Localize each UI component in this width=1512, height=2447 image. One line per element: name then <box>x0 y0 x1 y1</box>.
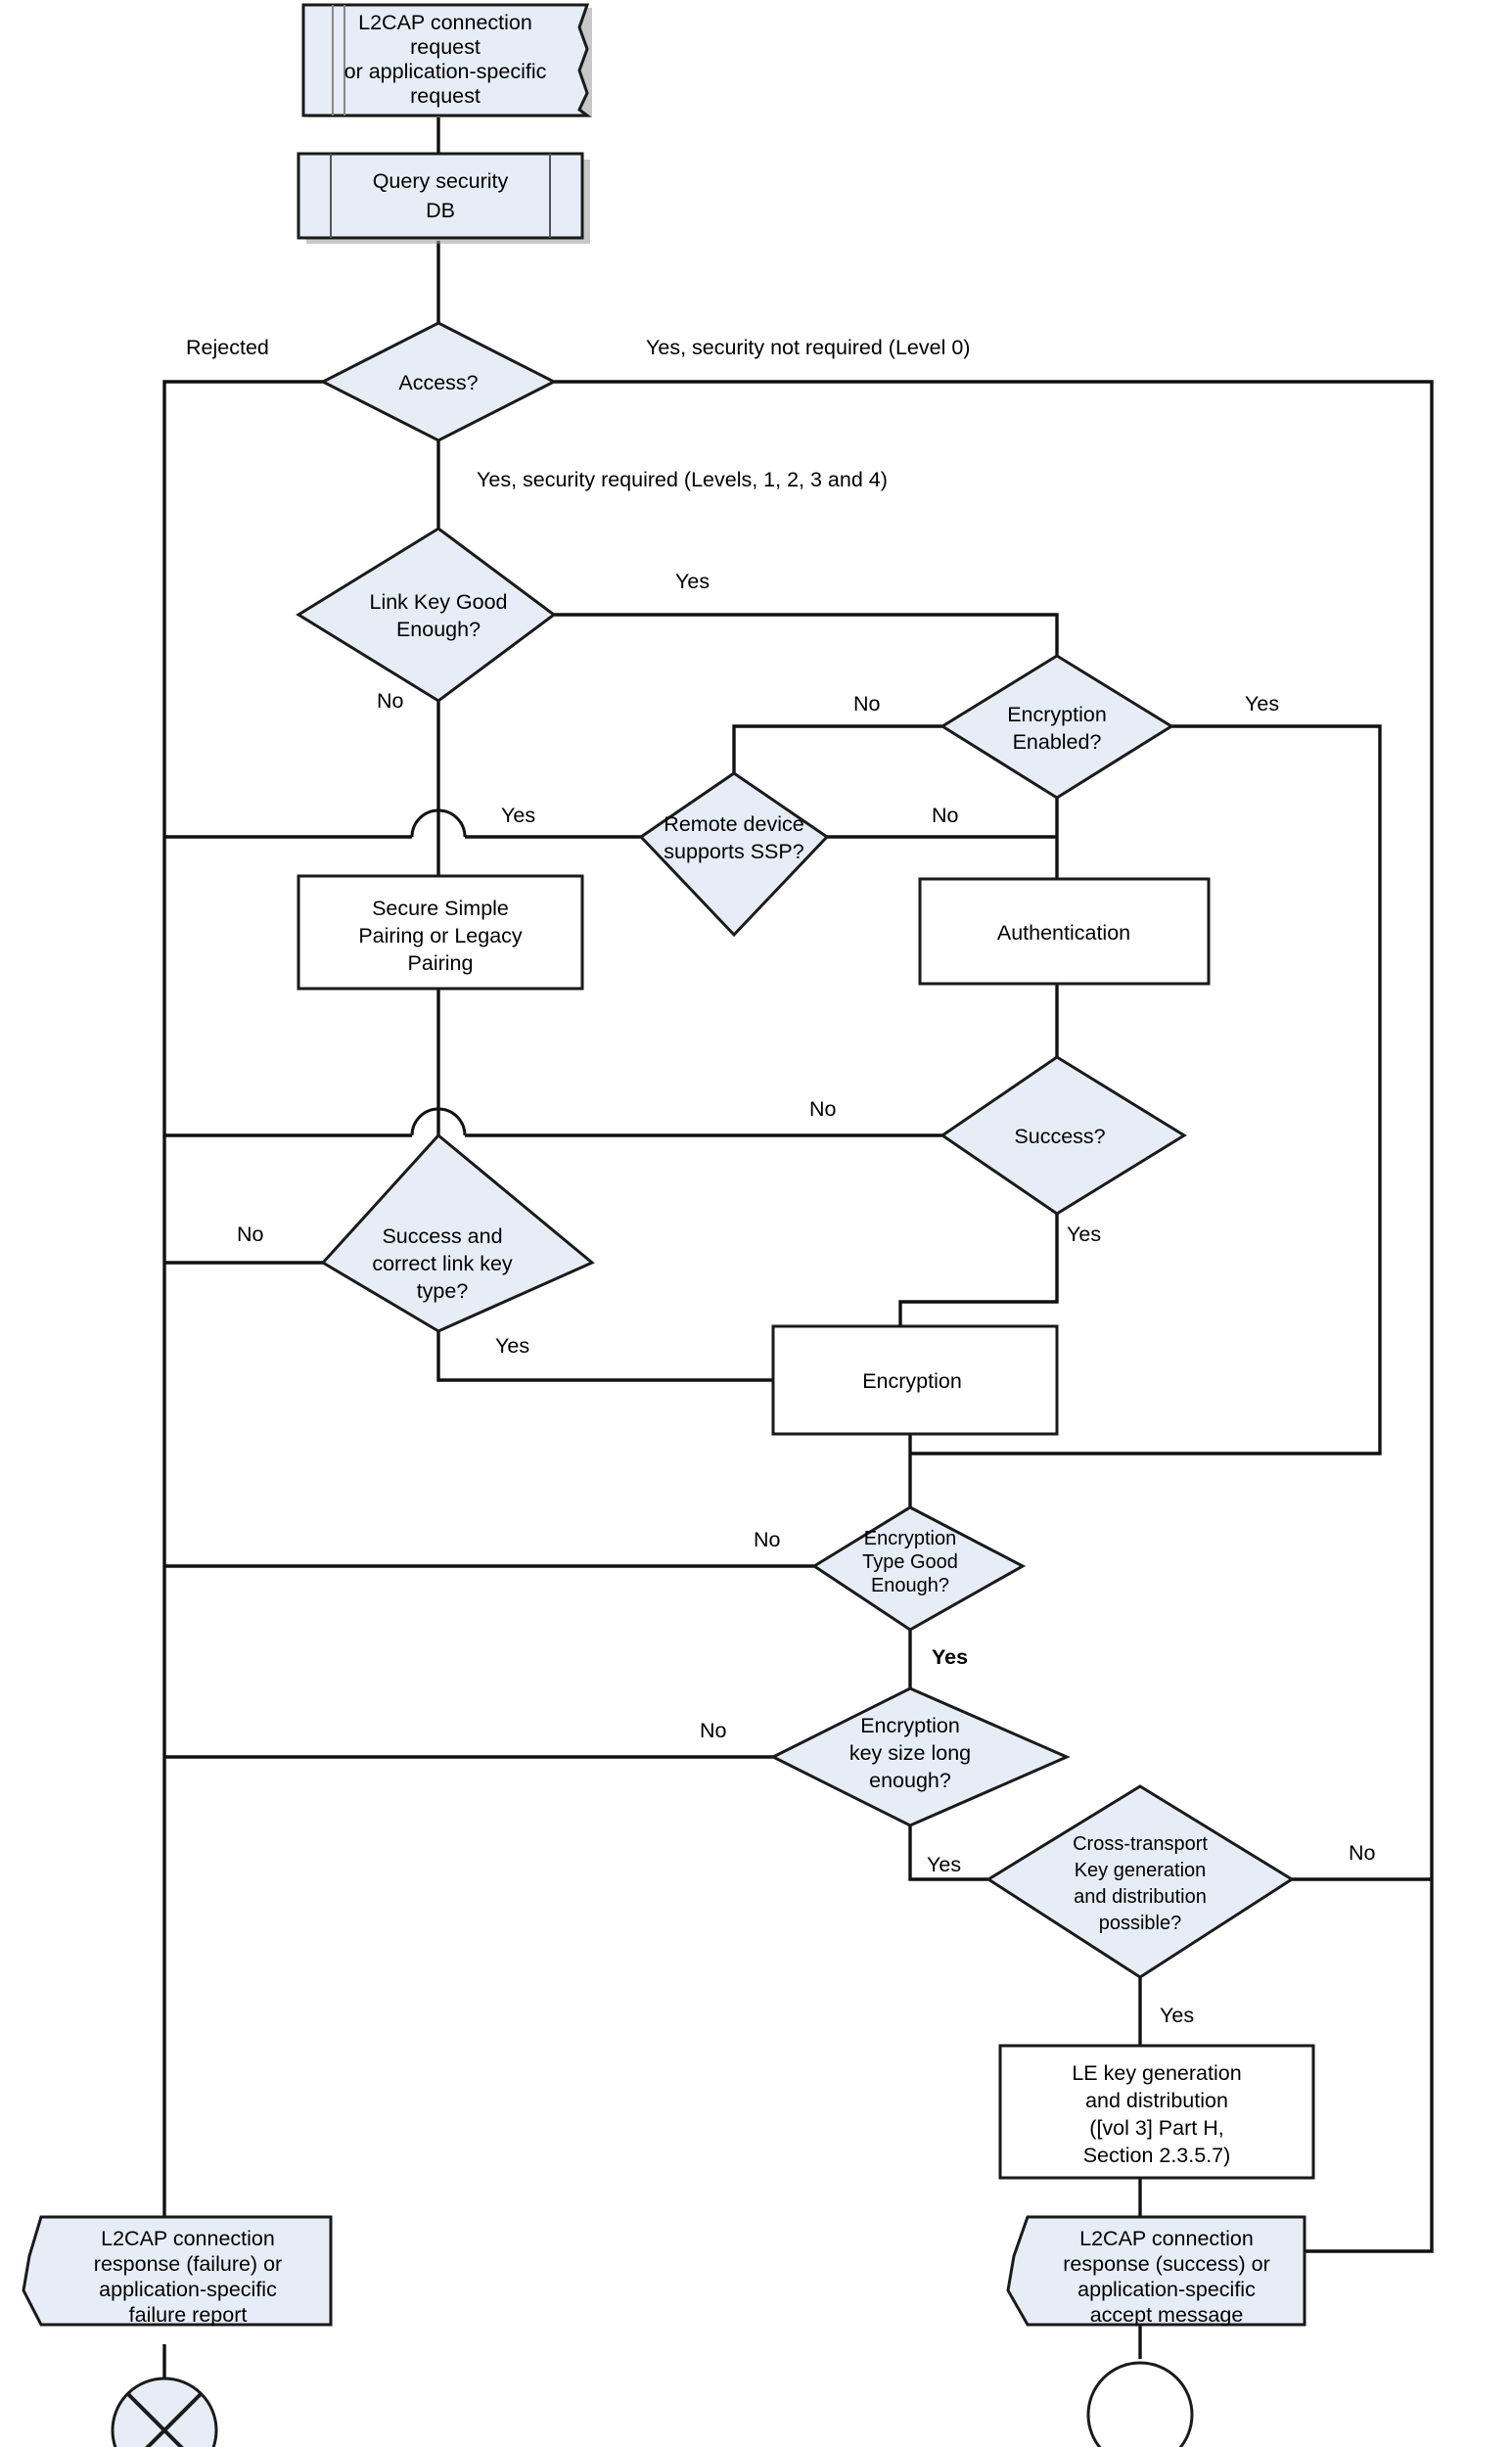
node-success-terminal-line1: response (success) or <box>1063 2252 1270 2276</box>
node-end-success[interactable] <box>1086 2361 1194 2447</box>
edge-label-ct-yes: Yes <box>1160 2004 1194 2027</box>
node-link-key-good[interactable]: Link Key Good Enough? <box>296 527 557 703</box>
node-success-link-key-line2: type? <box>417 1279 469 1303</box>
node-success-link-key[interactable]: Success and correct link key type? <box>320 1132 595 1333</box>
node-enc-key-size-line2: enough? <box>869 1769 951 1792</box>
node-failure-terminal-line1: response (failure) or <box>94 2252 282 2276</box>
node-failure-terminal-line0: L2CAP connection <box>101 2227 275 2250</box>
node-pairing[interactable]: Secure Simple Pairing or Legacy Pairing <box>297 874 584 991</box>
node-enc-type-good[interactable]: Encryption Type Good Enough? <box>811 1505 1027 1632</box>
edge-label-linkkey-no: No <box>377 689 404 713</box>
node-pairing-line1: Pairing or Legacy <box>358 924 523 947</box>
node-cross-transport-line0: Cross-transport <box>1073 1833 1208 1855</box>
node-link-key-good-line0: Link Key Good <box>369 590 507 614</box>
edge-label-access-levels: Yes, security required (Levels, 1, 2, 3 … <box>477 468 888 491</box>
node-enc-key-size-line0: Encryption <box>860 1714 960 1737</box>
node-success-terminal-line3: accept message <box>1090 2303 1244 2327</box>
node-le-key-gen[interactable]: LE key generation and distribution ([vol… <box>998 2044 1315 2180</box>
node-cross-transport-line2: and distribution <box>1074 1886 1207 1908</box>
node-enc-type-good-line0: Encryption <box>864 1528 957 1549</box>
node-le-key-gen-line1: and distribution <box>1085 2089 1228 2112</box>
edge-label-enctype-no: No <box>754 1528 781 1551</box>
node-start-request[interactable]: L2CAP connection request or application-… <box>301 3 592 117</box>
node-pairing-line0: Secure Simple <box>372 897 509 920</box>
node-cross-transport-line3: possible? <box>1099 1913 1182 1934</box>
node-end-failure[interactable] <box>111 2377 218 2447</box>
node-start-request-line1: request <box>410 35 481 59</box>
edge-label-ct-no: No <box>1349 1841 1376 1865</box>
edge-label-ssp-no: No <box>932 804 959 827</box>
node-success-link-key-line0: Success and <box>382 1224 502 1248</box>
edge-label-encen-yes: Yes <box>1245 692 1279 716</box>
edge-label-encen-no: No <box>853 692 881 716</box>
edge-label-success-yes: Yes <box>1067 1223 1101 1246</box>
node-success-terminal-line2: application-specific <box>1077 2278 1256 2301</box>
node-failure-terminal-line3: failure report <box>129 2303 248 2327</box>
edge-label-keysize-no: No <box>700 1719 727 1742</box>
node-cross-transport[interactable]: Cross-transport Key generation and distr… <box>985 1784 1295 1979</box>
node-query-db-line1: DB <box>426 199 455 222</box>
node-le-key-gen-line3: Section 2.3.5.7) <box>1083 2144 1231 2167</box>
node-query-db-line0: Query security <box>373 169 509 193</box>
node-remote-ssp[interactable]: Remote device supports SSP? <box>638 771 830 938</box>
node-access[interactable]: Access? <box>319 321 558 442</box>
edge-label-linkkey-yes: Yes <box>675 570 710 593</box>
node-success-terminal[interactable]: L2CAP connection response (success) or a… <box>1006 2215 1306 2327</box>
edge-label-success-no: No <box>809 1097 837 1121</box>
node-failure-terminal-line2: application-specific <box>99 2278 277 2301</box>
node-authentication[interactable]: Authentication <box>918 877 1211 986</box>
node-link-key-good-line1: Enough? <box>396 618 481 641</box>
connector-lines <box>162 117 1434 2378</box>
node-success-label: Success? <box>1014 1125 1105 1148</box>
node-cross-transport-line1: Key generation <box>1075 1860 1207 1881</box>
node-failure-terminal[interactable]: L2CAP connection response (failure) or a… <box>22 2215 333 2327</box>
edge-label-enctype-yes: Yes <box>932 1645 968 1669</box>
edge-label-slk-yes: Yes <box>495 1334 529 1358</box>
edge-label-access-level0: Yes, security not required (Level 0) <box>646 336 970 359</box>
edge-labels: Rejected Yes, security not required (Lev… <box>186 336 1376 2027</box>
node-remote-ssp-line0: Remote device <box>664 812 803 836</box>
node-enc-type-good-line2: Enough? <box>871 1575 949 1596</box>
node-success-link-key-line1: correct link key <box>372 1252 513 1275</box>
edge-label-rejected: Rejected <box>186 336 269 359</box>
node-enc-key-size[interactable]: Encryption key size long enough? <box>769 1686 1071 1827</box>
node-encryption-label: Encryption <box>862 1369 962 1393</box>
node-access-label: Access? <box>398 371 478 394</box>
node-start-request-line3: request <box>410 84 481 108</box>
node-pairing-line2: Pairing <box>408 951 474 975</box>
node-enc-type-good-line1: Type Good <box>862 1551 958 1573</box>
node-le-key-gen-line0: LE key generation <box>1072 2061 1241 2085</box>
node-authentication-label: Authentication <box>997 921 1130 945</box>
node-success-terminal-line0: L2CAP connection <box>1079 2227 1254 2250</box>
node-start-request-line0: L2CAP connection <box>358 11 532 34</box>
node-enc-key-size-line1: key size long <box>849 1741 971 1765</box>
node-encryption[interactable]: Encryption <box>771 1324 1059 1436</box>
node-encryption-enabled-line1: Enabled? <box>1013 730 1102 754</box>
edge-label-slk-no: No <box>237 1223 264 1246</box>
node-start-request-line2: or application-specific <box>344 60 547 83</box>
node-encryption-enabled-line0: Encryption <box>1007 703 1107 726</box>
node-success[interactable]: Success? <box>939 1055 1187 1216</box>
node-le-key-gen-line2: ([vol 3] Part H, <box>1089 2116 1223 2140</box>
node-query-db[interactable]: Query security DB <box>297 152 590 244</box>
node-remote-ssp-line1: supports SSP? <box>664 840 803 863</box>
node-encryption-enabled[interactable]: Encryption Enabled? <box>939 654 1174 800</box>
edge-label-keysize-yes: Yes <box>927 1853 961 1876</box>
edge-label-ssp-yes: Yes <box>501 804 535 827</box>
